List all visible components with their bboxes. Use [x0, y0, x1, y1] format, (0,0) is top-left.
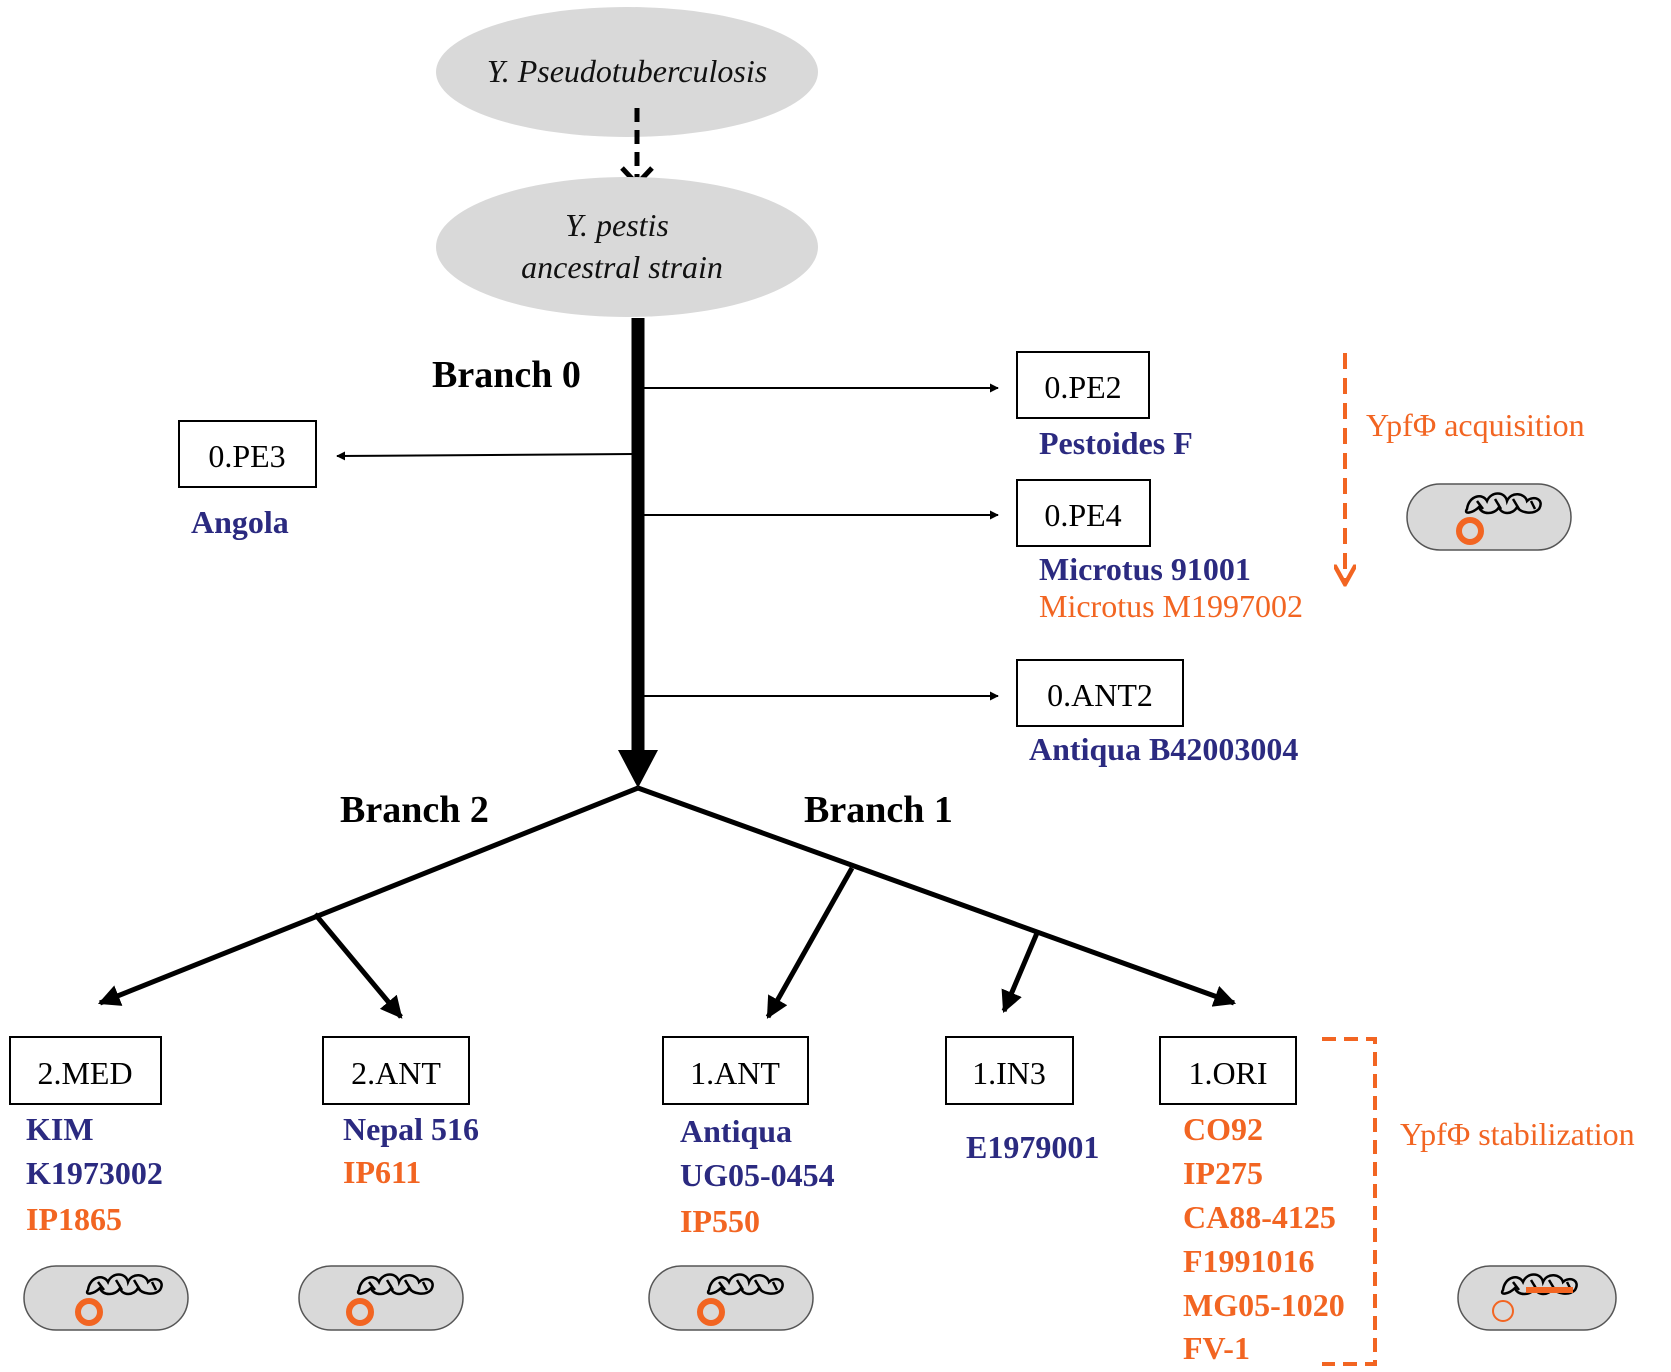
- strain-ug05-0454: UG05-0454: [680, 1157, 835, 1193]
- strain-microtus-91001: Microtus 91001: [1039, 551, 1251, 587]
- strain-antiqua: Antiqua: [680, 1113, 792, 1149]
- stabilization-label: YpfΦ stabilization: [1400, 1116, 1635, 1152]
- bacterium-integrated-phage-icon: [1457, 1265, 1617, 1331]
- strain-co92: CO92: [1183, 1111, 1263, 1147]
- branch-1-label: Branch 1: [804, 789, 953, 831]
- strain-ip1865: IP1865: [26, 1201, 122, 1237]
- bacterium-with-plasmid-icon: [648, 1265, 814, 1331]
- strain-pestoides-f: Pestoides F: [1039, 425, 1193, 461]
- strain-ip611: IP611: [343, 1154, 421, 1190]
- bacterium-with-plasmid-icon: [298, 1265, 464, 1331]
- strain-ca88-4125: CA88-4125: [1183, 1199, 1336, 1235]
- strain-kim: KIM: [26, 1111, 94, 1147]
- branch-1-line: [637, 785, 1237, 1007]
- bacterium-with-plasmid-icon: [23, 1265, 189, 1331]
- ancestor-pseudotuberculosis-label: Y. Pseudotuberculosis: [487, 53, 767, 89]
- box-1ant: [662, 1036, 809, 1105]
- strain-microtus-m1997002: Microtus M1997002: [1039, 588, 1303, 624]
- branch-2-label: Branch 2: [340, 789, 489, 831]
- arrow-to-1in3: [1001, 932, 1040, 1014]
- box-0pe2: [1016, 351, 1150, 419]
- strain-mg05-1020: MG05-1020: [1183, 1287, 1345, 1323]
- strain-angola: Angola: [191, 504, 289, 540]
- strain-fv-1: FV-1: [1183, 1330, 1250, 1366]
- arrow-to-2ant: [313, 912, 403, 1019]
- branch-0-label: Branch 0: [432, 354, 581, 396]
- box-1ant-label: 1.ANT: [690, 1055, 780, 1091]
- arrow-to-1ant: [765, 866, 855, 1019]
- strain-nepal-516: Nepal 516: [343, 1111, 479, 1147]
- ancestor-pseudotuberculosis-ellipse: [436, 7, 818, 137]
- strain-ip550: IP550: [680, 1203, 760, 1239]
- box-0pe2-label: 0.PE2: [1044, 369, 1121, 405]
- box-1in3: [945, 1036, 1074, 1105]
- arrow-to-0pe3: [336, 451, 635, 461]
- ancestral-strain-line2: ancestral strain: [521, 249, 723, 285]
- box-2ant-label: 2.ANT: [351, 1055, 441, 1091]
- box-0pe4: [1016, 479, 1151, 547]
- branch-0-trunk-arrowhead: [618, 750, 658, 788]
- box-2med-label: 2.MED: [37, 1055, 132, 1091]
- strain-e1979001: E1979001: [966, 1129, 1099, 1165]
- box-2ant: [322, 1036, 470, 1105]
- strain-antiqua-b42003004: Antiqua B42003004: [1029, 731, 1298, 767]
- box-0pe3-label: 0.PE3: [208, 438, 285, 474]
- ancestral-strain-ellipse: [436, 177, 818, 317]
- stabilization-bracket: [1322, 1037, 1377, 1366]
- branch-2-line: [97, 785, 639, 1006]
- strain-k1973002: K1973002: [26, 1155, 163, 1191]
- ancestral-strain-line1: Y. pestis: [565, 207, 669, 243]
- box-0ant2-label: 0.ANT2: [1047, 677, 1153, 713]
- bacterium-with-plasmid-icon: [1406, 483, 1572, 551]
- strain-ip275: IP275: [1183, 1155, 1263, 1191]
- box-2med: [9, 1036, 162, 1105]
- box-1in3-label: 1.IN3: [972, 1055, 1046, 1091]
- box-0ant2: [1016, 659, 1184, 727]
- acquisition-label: YpfΦ acquisition: [1366, 407, 1585, 443]
- box-1ori-label: 1.ORI: [1188, 1055, 1267, 1091]
- strain-f1991016: F1991016: [1183, 1243, 1315, 1279]
- box-0pe3: [178, 420, 317, 488]
- box-1ori: [1159, 1036, 1297, 1105]
- box-0pe4-label: 0.PE4: [1044, 497, 1121, 533]
